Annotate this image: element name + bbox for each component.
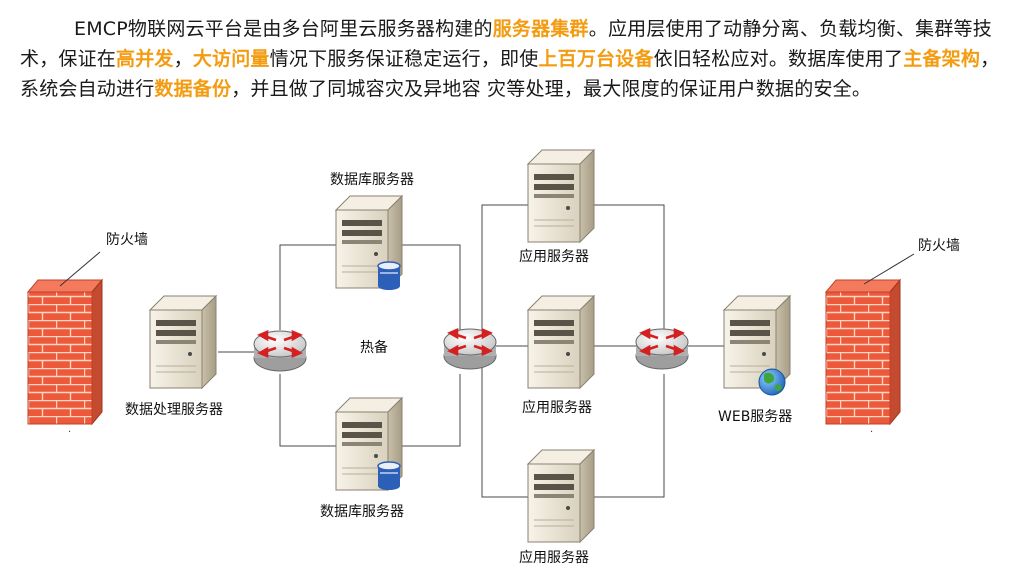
- data-processing-server: 数据处理服务器: [125, 295, 223, 418]
- app-server-2-label: 应用服务器: [522, 399, 592, 416]
- mark-right: .: [870, 424, 873, 435]
- router-3: [634, 327, 690, 371]
- router-2: [442, 327, 498, 371]
- firewall-right-label: 防火墙: [918, 238, 960, 254]
- globe-icon: [758, 368, 786, 396]
- data-processing-server-label: 数据处理服务器: [125, 402, 223, 418]
- highlight-text: 数据备份: [154, 78, 232, 100]
- firewall-right: 防火墙: [824, 238, 960, 426]
- paragraph-text: 依旧轻松应对。数据库使用了: [653, 48, 904, 70]
- app-server-2: 应用服务器: [522, 295, 595, 416]
- mark-left: .: [68, 424, 71, 435]
- app-server-3-label: 应用服务器: [519, 549, 589, 566]
- web-server: WEB服务器: [718, 295, 792, 425]
- app-server-1-label: 应用服务器: [519, 248, 589, 265]
- app-server-3: 应用服务器: [519, 449, 595, 566]
- database-server-bottom: 数据库服务器: [320, 397, 404, 520]
- hot-standby-label: 热备: [360, 339, 388, 356]
- firewall-left: 防火墙: [26, 232, 148, 426]
- highlight-text: 大访问量: [192, 48, 270, 70]
- database-server-top: 数据库服务器: [330, 172, 414, 291]
- description-paragraph: EMCP物联网云平台是由多台阿里云服务器构建的服务器集群。应用层使用了动静分离、…: [20, 14, 1010, 104]
- firewall-left-label: 防火墙: [106, 232, 148, 248]
- database-server-bottom-label: 数据库服务器: [320, 504, 404, 520]
- paragraph-text: ，并且做了同城容灾及异地容 灾等处理，最大限度的保证用户数据的安全。: [231, 78, 872, 100]
- app-server-1: 应用服务器: [519, 149, 595, 265]
- highlight-text: 主备架构: [903, 48, 981, 70]
- database-server-top-label: 数据库服务器: [330, 172, 414, 188]
- paragraph-text: EMCP物联网云平台是由多台阿里云服务器构建的: [74, 18, 493, 40]
- paragraph-text: ，: [173, 48, 193, 70]
- highlight-text: 高并发: [116, 48, 174, 70]
- paragraph-text: 。应用层使用了动静分离、负载均衡、集群等技术，保证在: [20, 18, 992, 70]
- web-server-label: WEB服务器: [718, 409, 792, 425]
- highlight-text: 上百万台设备: [538, 48, 654, 70]
- router-1: [252, 329, 308, 373]
- highlight-text: 服务器集群: [492, 18, 589, 40]
- paragraph-text: 情况下服务保证稳定运行，即使: [269, 48, 539, 70]
- paragraph-text: ，系统会自动进行: [20, 48, 1000, 100]
